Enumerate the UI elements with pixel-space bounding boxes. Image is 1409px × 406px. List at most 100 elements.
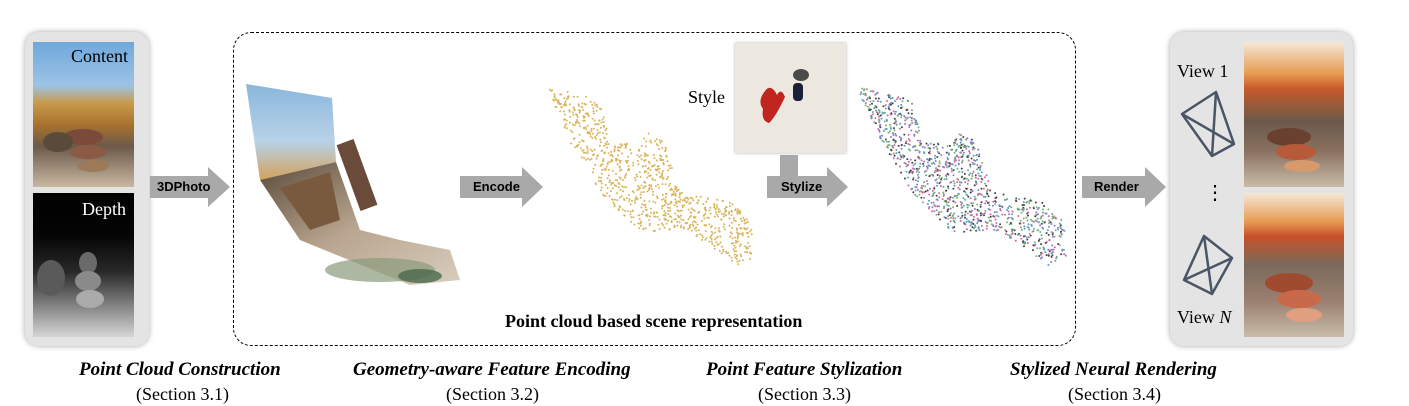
- cloud-point: [869, 97, 871, 100]
- cloud-point: [1008, 236, 1011, 238]
- cloud-point: [614, 146, 617, 149]
- cloud-point: [722, 199, 725, 202]
- cloud-point: [660, 222, 663, 225]
- cloud-point: [904, 123, 906, 125]
- cloud-point: [736, 210, 738, 213]
- cloud-point: [737, 263, 740, 266]
- cloud-point: [716, 198, 719, 201]
- cloud-point: [1063, 253, 1066, 256]
- cloud-point: [954, 201, 957, 204]
- cloud-point: [1001, 206, 1004, 209]
- cloud-point: [563, 110, 565, 113]
- cloud-point: [892, 134, 895, 136]
- cloud-point: [657, 165, 660, 168]
- cloud-point: [906, 158, 909, 161]
- cloud-point: [918, 171, 921, 174]
- cloud-point: [593, 148, 596, 151]
- cloud-point: [1047, 254, 1050, 257]
- cloud-point: [912, 178, 915, 181]
- cloud-point: [948, 144, 951, 147]
- cloud-point: [907, 112, 910, 115]
- cloud-point: [733, 253, 736, 256]
- cloud-point: [948, 165, 951, 168]
- cloud-point: [594, 163, 597, 166]
- cloud-point: [604, 129, 607, 132]
- cloud-point: [722, 213, 725, 216]
- cloud-point: [882, 140, 885, 143]
- cloud-point: [903, 115, 906, 118]
- cloud-point: [950, 170, 953, 173]
- cloud-point: [1031, 230, 1034, 233]
- cloud-point: [995, 211, 998, 213]
- cloud-point: [916, 149, 919, 152]
- cloud-point: [1016, 207, 1019, 210]
- cloud-point: [1027, 214, 1029, 217]
- cloud-point: [591, 150, 594, 153]
- cloud-point: [894, 112, 896, 115]
- cloud-point: [722, 215, 725, 218]
- cloud-point: [573, 137, 576, 140]
- cloud-point: [1036, 208, 1039, 211]
- cloud-point: [900, 144, 903, 147]
- cloud-point: [609, 161, 612, 164]
- cloud-point: [1043, 205, 1045, 207]
- cloud-point: [980, 193, 983, 196]
- cloud-point: [898, 151, 901, 154]
- cloud-point: [642, 227, 645, 230]
- cloud-point: [676, 220, 679, 223]
- cloud-point: [602, 158, 605, 160]
- cloud-point: [899, 158, 902, 161]
- cloud-point: [956, 197, 959, 199]
- cloud-point: [668, 202, 671, 205]
- cloud-point: [970, 189, 973, 192]
- cloud-point: [648, 200, 651, 203]
- cloud-point: [574, 122, 577, 125]
- cloud-point: [894, 100, 896, 102]
- cloud-point: [633, 223, 636, 226]
- cloud-point: [619, 188, 622, 191]
- cloud-point: [713, 247, 716, 250]
- cloud-point: [928, 175, 931, 178]
- cloud-point: [953, 160, 956, 163]
- cloud-point: [973, 184, 976, 187]
- cloud-point: [964, 210, 967, 213]
- cloud-point: [576, 114, 579, 117]
- cloud-point: [907, 176, 909, 179]
- cloud-point: [586, 112, 589, 115]
- cloud-point: [956, 143, 959, 146]
- cloud-point: [650, 185, 653, 188]
- cloud-point: [935, 145, 938, 148]
- cloud-point: [967, 179, 970, 182]
- cloud-point: [1036, 229, 1039, 232]
- cloud-point: [718, 227, 721, 230]
- cloud-point: [599, 126, 602, 129]
- cloud-point: [895, 98, 898, 101]
- cloud-point: [1036, 217, 1039, 220]
- cloud-point: [971, 175, 974, 177]
- cloud-point: [642, 165, 645, 168]
- cloud-point: [970, 177, 973, 180]
- cloud-point: [923, 146, 926, 149]
- cloud-point: [629, 213, 632, 216]
- cloud-point: [907, 160, 910, 163]
- cloud-point: [588, 158, 591, 161]
- cloud-point: [714, 231, 716, 234]
- cloud-point: [961, 161, 963, 164]
- cloud-point: [728, 201, 731, 204]
- cloud-point: [594, 123, 597, 126]
- cloud-point: [656, 215, 659, 218]
- cloud-point: [884, 107, 887, 110]
- cloud-point: [894, 110, 897, 113]
- cloud-point: [973, 147, 976, 150]
- arrow-render: [1082, 167, 1166, 207]
- cloud-point: [709, 212, 712, 215]
- cloud-point: [969, 221, 972, 224]
- cloud-point: [690, 207, 693, 210]
- cloud-point: [579, 125, 581, 128]
- cloud-point: [649, 222, 651, 225]
- cloud-point: [730, 232, 733, 235]
- cloud-point: [664, 146, 667, 149]
- cloud-point: [923, 170, 926, 173]
- cloud-point: [920, 159, 923, 162]
- cloud-point: [965, 220, 968, 223]
